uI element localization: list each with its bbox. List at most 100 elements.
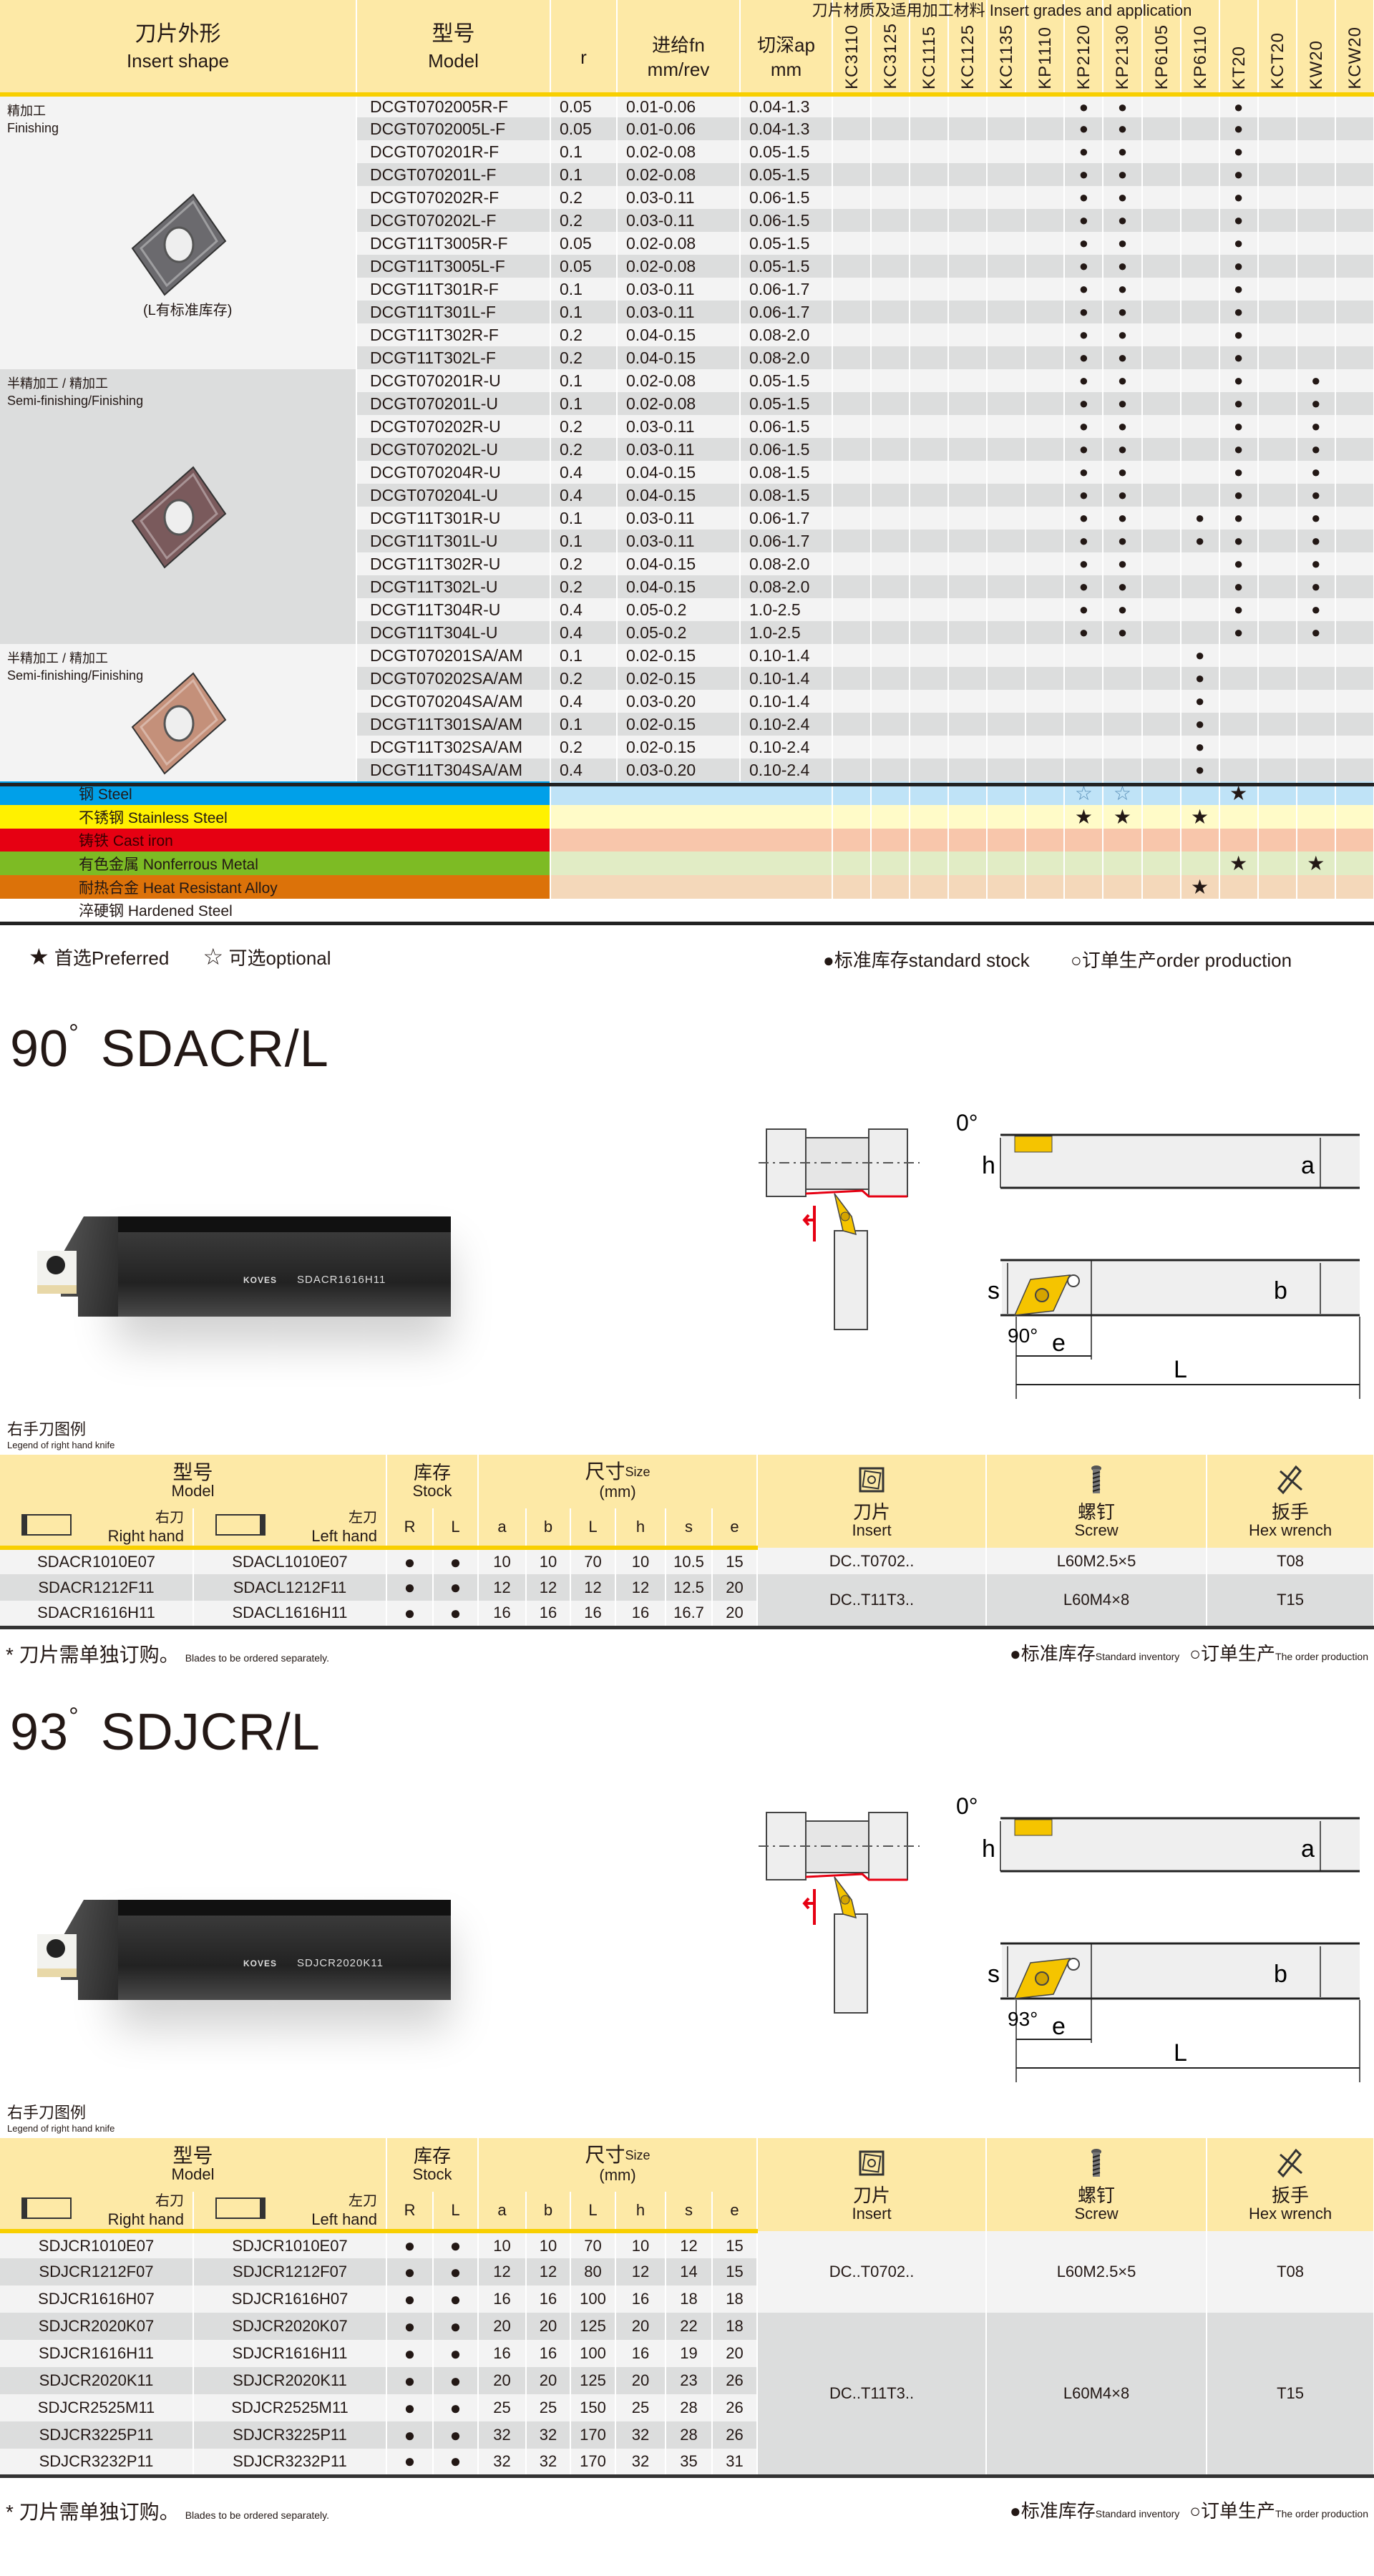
material-grade-cell xyxy=(1025,829,1066,852)
material-grade-cell xyxy=(1335,829,1374,852)
header-size: 尺寸Size(mm) xyxy=(478,2138,759,2192)
dim-a-value: 12 xyxy=(478,2258,527,2285)
grade-cell-kp6105 xyxy=(1141,438,1181,461)
material-grade-cell xyxy=(1103,852,1143,875)
standard-stock-dot-icon: ● xyxy=(1311,486,1321,504)
r-cell: 0.2 xyxy=(550,323,618,346)
material-label: 有色金属 Nonferrous Metal xyxy=(0,852,551,875)
grade-name: KP2120 xyxy=(1074,24,1094,89)
grade-cell-kc1125 xyxy=(948,209,988,232)
r-cell: 0.1 xyxy=(550,644,618,667)
grade-cell-kw20 xyxy=(1296,209,1336,232)
grade-cell-kc3110 xyxy=(832,736,872,758)
ap-cell: 0.06-1.5 xyxy=(740,415,833,438)
standard-stock-dot-icon: ● xyxy=(1078,211,1089,229)
screw-part-value: L60M4×8 xyxy=(986,2313,1208,2476)
ap-cell: 0.05-1.5 xyxy=(740,369,833,392)
r-cell: 0.05 xyxy=(550,94,618,117)
grade-cell-kct20 xyxy=(1257,667,1297,690)
grade-cell-kc1115 xyxy=(910,690,950,713)
model-cell: DCGT11T302L-U xyxy=(356,575,551,598)
grade-cell-kc3110 xyxy=(832,667,872,690)
grade-cell-kc3110 xyxy=(832,301,872,323)
standard-stock-dot-icon: ● xyxy=(1194,692,1205,710)
insert-icon xyxy=(758,1463,985,1503)
left-hand-model: SDJCR1212F07 xyxy=(193,2258,388,2285)
ap-cell: 1.0-2.5 xyxy=(740,621,833,644)
grade-cell-kc1115 xyxy=(910,209,950,232)
material-grade-cell xyxy=(910,852,950,875)
group-label-cn: 半精加工 / 精加工 xyxy=(7,376,109,391)
grade-cell-kw20 xyxy=(1296,94,1336,117)
photo-brand-logo: KOVES xyxy=(243,1275,278,1285)
header-stock-l: L xyxy=(433,2192,479,2233)
header-grade-kp6110: KP6110 xyxy=(1180,0,1220,97)
insert-part-value: DC..T11T3.. xyxy=(757,1574,988,1627)
r-cell: 0.2 xyxy=(550,415,618,438)
material-grade-cell xyxy=(987,829,1027,852)
material-row: 淬硬钢 Hardened Steel xyxy=(0,899,1374,922)
r-cell: 0.1 xyxy=(550,163,618,186)
grade-cell-kc1115 xyxy=(910,461,950,484)
grade-cell-kt20: ● xyxy=(1219,117,1259,140)
grade-cell-kc1125 xyxy=(948,552,988,575)
header-right-en: Right hand xyxy=(107,2210,184,2228)
material-row: 耐热合金 Heat Resistant Alloy★ xyxy=(0,875,1374,899)
dim-s-value: 28 xyxy=(666,2394,713,2421)
r-cell: 0.4 xyxy=(550,690,618,713)
grade-cell-kp1110 xyxy=(1025,667,1066,690)
divider xyxy=(0,783,1374,786)
dim-b-value: 12 xyxy=(526,1574,572,1601)
material-grade-cell xyxy=(1296,899,1336,922)
dim-b-label: b xyxy=(1274,1277,1287,1304)
standard-stock-dot-icon: ● xyxy=(1078,348,1089,366)
material-name: 钢 Steel xyxy=(79,786,132,803)
grade-cell-kp2130: ● xyxy=(1103,323,1143,346)
preferred-star-icon: ★ xyxy=(1113,806,1132,828)
grade-cell-kp6105 xyxy=(1141,369,1181,392)
grades-title: 刀片材质及适用加工材料 Insert grades and applicatio… xyxy=(812,1,1192,19)
dim-h-value: 10 xyxy=(615,1548,667,1574)
preferred-star-icon: ★ xyxy=(1191,876,1209,898)
material-grade-cell xyxy=(948,852,988,875)
grade-cell-kcw20 xyxy=(1335,232,1374,255)
dim-L-value: 150 xyxy=(570,2394,617,2421)
r-cell: 0.2 xyxy=(550,736,618,758)
dim-b-value: 25 xyxy=(526,2394,572,2421)
grade-cell-kc1115 xyxy=(910,530,950,552)
grade-cell-kc3125 xyxy=(871,667,911,690)
grade-cell-kt20: ● xyxy=(1219,94,1259,117)
grade-cell-kc1125 xyxy=(948,186,988,209)
dim-h-value: 12 xyxy=(615,2258,667,2285)
material-grade-cell: ★ xyxy=(1180,805,1220,829)
grade-cell-kcw20 xyxy=(1335,301,1374,323)
grade-cell-kc3125 xyxy=(871,323,911,346)
model-cell: DCGT070202L-U xyxy=(356,438,551,461)
dim-e-value: 20 xyxy=(712,1601,759,1627)
grade-cell-kp1110 xyxy=(1025,392,1066,415)
grade-cell-kct20 xyxy=(1257,232,1297,255)
grade-cell-kc3125 xyxy=(871,484,911,507)
grade-cell-kp2130: ● xyxy=(1103,415,1143,438)
grade-cell-kt20 xyxy=(1219,667,1259,690)
grade-cell-kw20: ● xyxy=(1296,507,1336,530)
grade-cell-kcw20 xyxy=(1335,323,1374,346)
grade-cell-kcw20 xyxy=(1335,346,1374,369)
r-cell: 0.1 xyxy=(550,369,618,392)
grade-cell-kt20: ● xyxy=(1219,323,1259,346)
header-stock-l: L xyxy=(433,1508,479,1550)
grade-cell-kc1125 xyxy=(948,690,988,713)
dim-a-value: 16 xyxy=(478,2285,527,2313)
grade-cell-kcw20 xyxy=(1335,209,1374,232)
fn-cell: 0.04-0.15 xyxy=(617,461,741,484)
material-grade-cell xyxy=(910,805,950,829)
grade-cell-kc3125 xyxy=(871,232,911,255)
standard-stock-dot-icon: ● xyxy=(1234,348,1244,366)
insert-image xyxy=(125,191,233,298)
dim-s-label: s xyxy=(988,1277,1000,1304)
grade-cell-kc1115 xyxy=(910,736,950,758)
